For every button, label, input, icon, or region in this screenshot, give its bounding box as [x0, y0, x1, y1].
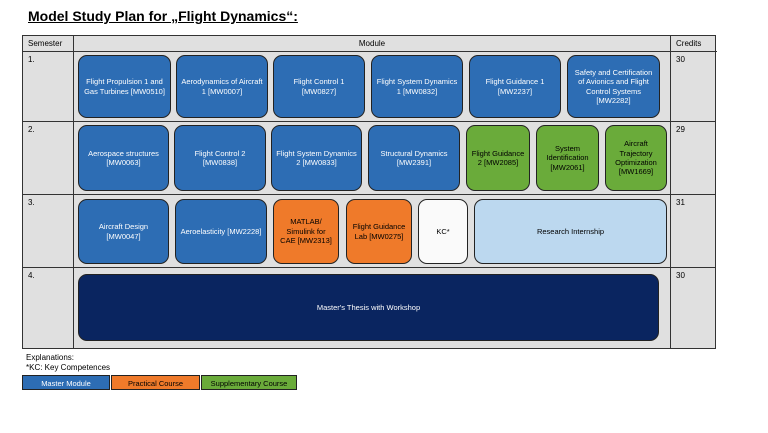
module-box: Aircraft Trajectory Optimization [MW1669… — [605, 125, 667, 191]
module-header: Module — [74, 36, 671, 52]
thesis-box: Master's Thesis with Workshop — [78, 274, 659, 341]
explanations-heading: Explanations: — [26, 353, 75, 362]
legend-master-module: Master Module — [22, 375, 110, 390]
module-box: Safety and Certification of Avionics and… — [567, 55, 660, 118]
legend-practical-course: Practical Course — [111, 375, 200, 390]
module-box: System Identification [MW2061] — [536, 125, 599, 191]
explanations: Explanations: *KC: Key Competences — [26, 353, 110, 373]
semester-row-4: 4. Master's Thesis with Workshop 30 — [23, 268, 715, 348]
module-box: Flight Propulsion 1 and Gas Turbines [MW… — [78, 55, 171, 118]
module-box: Structural Dynamics [MW2391] — [368, 125, 460, 191]
module-cell: Aerospace structures [MW0063] Flight Con… — [74, 122, 671, 194]
module-cell: Master's Thesis with Workshop — [74, 268, 671, 348]
semester-row-2: 2. Aerospace structures [MW0063] Flight … — [23, 122, 715, 195]
module-box: Research Internship — [474, 199, 667, 264]
credits-header: Credits — [671, 36, 717, 52]
module-box: Flight Guidance Lab [MW0275] — [346, 199, 412, 264]
semester-header: Semester — [23, 36, 74, 52]
semester-label: 4. — [23, 268, 74, 348]
module-box: MATLAB/ Simulink for CAE [MW2313] — [273, 199, 339, 264]
module-box: KC* — [418, 199, 468, 264]
module-box: Flight System Dynamics 2 [MW0833] — [271, 125, 362, 191]
credits-value: 30 — [676, 55, 685, 64]
module-box: Flight Control 1 [MW0827] — [273, 55, 365, 118]
credits-value: 29 — [676, 125, 685, 134]
credits-value: 31 — [676, 198, 685, 207]
module-box: Aerospace structures [MW0063] — [78, 125, 169, 191]
module-box: Flight Guidance 1 [MW2237] — [469, 55, 561, 118]
module-box: Aircraft Design [MW0047] — [78, 199, 169, 264]
page-title: Model Study Plan for „Flight Dynamics“: — [28, 8, 298, 24]
study-plan-table: Semester Module Credits 1. Flight Propul… — [22, 35, 717, 349]
semester-row-3: 3. Aircraft Design [MW0047] Aeroelastici… — [23, 195, 715, 268]
semester-label: 3. — [23, 195, 74, 267]
module-box: Flight System Dynamics 1 [MW0832] — [371, 55, 463, 118]
module-cell: Aircraft Design [MW0047] Aeroelasticity … — [74, 195, 671, 267]
module-box: Flight Guidance 2 [MW2085] — [466, 125, 530, 191]
module-box: Aerodynamics of Aircraft 1 [MW0007] — [176, 55, 268, 118]
kc-note: *KC: Key Competences — [26, 363, 111, 372]
semester-label: 1. — [23, 52, 74, 121]
module-cell: Flight Propulsion 1 and Gas Turbines [MW… — [74, 52, 671, 121]
semester-row-1: 1. Flight Propulsion 1 and Gas Turbines … — [23, 52, 715, 122]
module-box: Aeroelasticity [MW2228] — [175, 199, 267, 264]
credits-value: 30 — [676, 271, 685, 280]
module-box: Flight Control 2 [MW0838] — [174, 125, 266, 191]
semester-label: 2. — [23, 122, 74, 194]
legend-supplementary-course: Supplementary Course — [201, 375, 297, 390]
